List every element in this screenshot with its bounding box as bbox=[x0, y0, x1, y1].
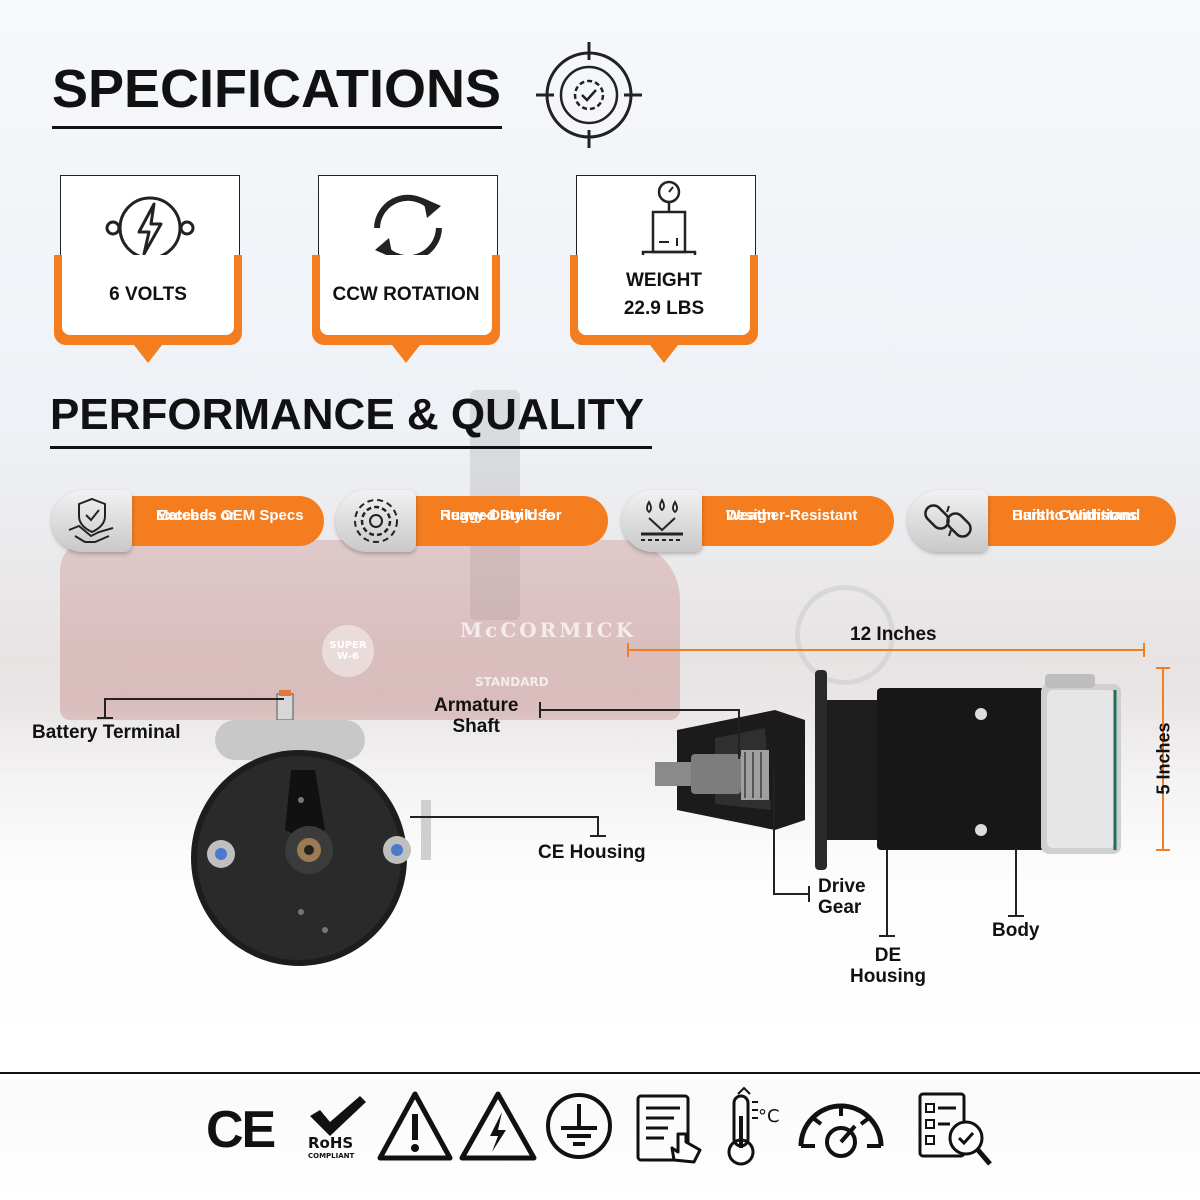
target-gear-icon bbox=[536, 42, 642, 148]
background-steering-wheel bbox=[795, 585, 895, 685]
ce-housing-label: CE Housing bbox=[538, 842, 646, 863]
armature-shaft-label: Armature Shaft bbox=[434, 695, 518, 737]
performance-gauge-icon bbox=[798, 1103, 884, 1158]
length-dimension-line bbox=[628, 649, 1144, 651]
feature-line: Built to Withstand bbox=[1012, 507, 1141, 524]
drive-gear-leader bbox=[773, 893, 809, 895]
specifications-heading: SPECIFICATIONS bbox=[52, 58, 502, 129]
handshake-shield-icon bbox=[68, 497, 114, 543]
rohs-checkmark-icon bbox=[310, 1096, 366, 1136]
rohs-compliant-icon: RoHS COMPLIANT bbox=[306, 1094, 370, 1166]
feature-line: Weather-Resistant bbox=[726, 507, 858, 524]
armature-shaft-label-line: Shaft bbox=[452, 716, 500, 737]
spec-weight-value: 22.9 LBS bbox=[623, 298, 705, 319]
background-badge-text: SUPER W-6 bbox=[329, 640, 367, 662]
armature-shaft-leader bbox=[539, 702, 541, 718]
feature-icon-badge bbox=[622, 490, 702, 552]
spec-weight-label: WEIGHT bbox=[626, 270, 702, 291]
background-model-text: STANDARD bbox=[475, 675, 549, 689]
inspection-checklist-icon bbox=[918, 1092, 992, 1166]
ce-housing-leader bbox=[410, 816, 598, 818]
thermometer-icon bbox=[727, 1086, 758, 1166]
starter-side-view bbox=[655, 670, 1121, 870]
length-dimension-tick bbox=[1143, 643, 1145, 657]
battery-terminal-leader bbox=[97, 717, 113, 719]
warning-triangle-icon bbox=[377, 1091, 453, 1161]
body-leader bbox=[1015, 846, 1017, 916]
diameter-dimension-line bbox=[1162, 668, 1164, 850]
length-label: 12 Inches bbox=[850, 624, 937, 645]
feature-icon-badge bbox=[908, 490, 988, 552]
feature-line: Exceeds OEM Specs bbox=[156, 507, 304, 524]
starter-end-view bbox=[191, 690, 431, 966]
de-housing-leader bbox=[879, 935, 895, 937]
performance-heading: PERFORMANCE & QUALITY bbox=[50, 390, 652, 449]
spec-voltage-label: 6 VOLTS bbox=[109, 284, 187, 305]
background-badge: SUPER W-6 bbox=[322, 625, 374, 677]
broken-chain-icon bbox=[924, 504, 972, 538]
feature-line: Heavy-Duty Use bbox=[440, 507, 555, 524]
feature-line: Design bbox=[726, 507, 777, 524]
manual-document-icon bbox=[636, 1094, 702, 1164]
feature-line: Matches or bbox=[156, 507, 236, 524]
background-tractor bbox=[60, 540, 680, 720]
ce-housing-leader bbox=[590, 835, 606, 837]
drive-gear-label-line: Gear bbox=[818, 897, 862, 918]
drive-gear-label: Drive Gear bbox=[818, 876, 866, 918]
diameter-dimension-tick bbox=[1156, 667, 1170, 669]
armature-shaft-label-line: Armature bbox=[434, 695, 519, 716]
de-housing-label: DE Housing bbox=[850, 945, 926, 987]
diameter-dimension-tick bbox=[1156, 849, 1170, 851]
body-leader bbox=[1008, 915, 1024, 917]
battery-terminal-leader bbox=[104, 698, 106, 718]
electrical-hazard-icon bbox=[459, 1091, 537, 1161]
diameter-label: 5 Inches bbox=[1153, 722, 1174, 795]
feature-line: Rugged Build for bbox=[440, 507, 562, 524]
drive-gear-leader bbox=[808, 886, 810, 902]
body-label: Body bbox=[992, 920, 1040, 941]
rohs-sub-label: COMPLIANT bbox=[308, 1152, 355, 1160]
gear-icon bbox=[354, 499, 398, 543]
temperature-icon: °C bbox=[722, 1086, 782, 1170]
feature-icon-badge bbox=[52, 490, 132, 552]
certifications-separator bbox=[0, 1072, 1200, 1074]
spec-rotation-label: CCW ROTATION bbox=[332, 284, 480, 305]
battery-terminal-label: Battery Terminal bbox=[32, 722, 181, 743]
armature-shaft-leader bbox=[738, 709, 740, 759]
battery-terminal-leader bbox=[104, 698, 284, 700]
ground-symbol-icon bbox=[546, 1093, 612, 1159]
de-housing-leader bbox=[886, 850, 888, 936]
rohs-label: RoHS bbox=[308, 1134, 354, 1152]
de-housing-label-line: Housing bbox=[850, 966, 926, 987]
celsius-label: °C bbox=[758, 1106, 780, 1127]
ce-mark-icon: CE bbox=[206, 1101, 276, 1159]
feature-line: Harsh Conditions bbox=[1012, 507, 1138, 524]
length-dimension-tick bbox=[627, 643, 629, 657]
background-brand-text: McCORMICK bbox=[460, 618, 637, 642]
ce-housing-leader bbox=[597, 816, 599, 836]
feature-icon-badge bbox=[336, 490, 416, 552]
water-drops-icon bbox=[641, 498, 683, 541]
de-housing-label-line: DE bbox=[874, 945, 902, 966]
armature-shaft-leader bbox=[540, 709, 740, 711]
drive-gear-leader bbox=[773, 770, 775, 894]
drive-gear-label-line: Drive bbox=[818, 876, 866, 897]
